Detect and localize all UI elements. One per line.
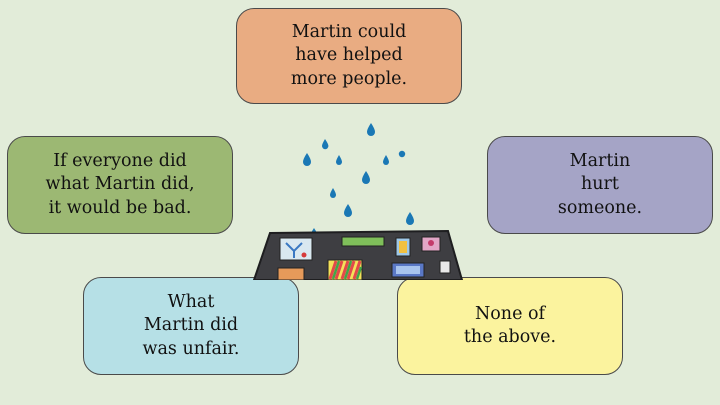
- answer-card-top[interactable]: Martin could have helped more people.: [236, 8, 462, 104]
- answer-card-left[interactable]: If everyone did what Martin did, it woul…: [7, 136, 233, 234]
- answer-card-bottom-right[interactable]: None of the above.: [397, 277, 623, 375]
- answer-text-left: If everyone did what Martin did, it woul…: [45, 151, 195, 218]
- raindrop-icon: [303, 123, 414, 241]
- art-table-icon: [252, 229, 464, 280]
- answer-text-right: Martin hurt someone.: [557, 151, 643, 218]
- answer-text-bottom-left: What Martin did was unfair.: [142, 292, 240, 359]
- answer-text-bottom-right: None of the above.: [463, 303, 557, 347]
- answer-text-top: Martin could have helped more people.: [290, 22, 408, 89]
- art-table-illustration: [252, 123, 464, 280]
- answer-card-bottom-left[interactable]: What Martin did was unfair.: [83, 277, 299, 375]
- answer-card-right[interactable]: Martin hurt someone.: [487, 136, 713, 234]
